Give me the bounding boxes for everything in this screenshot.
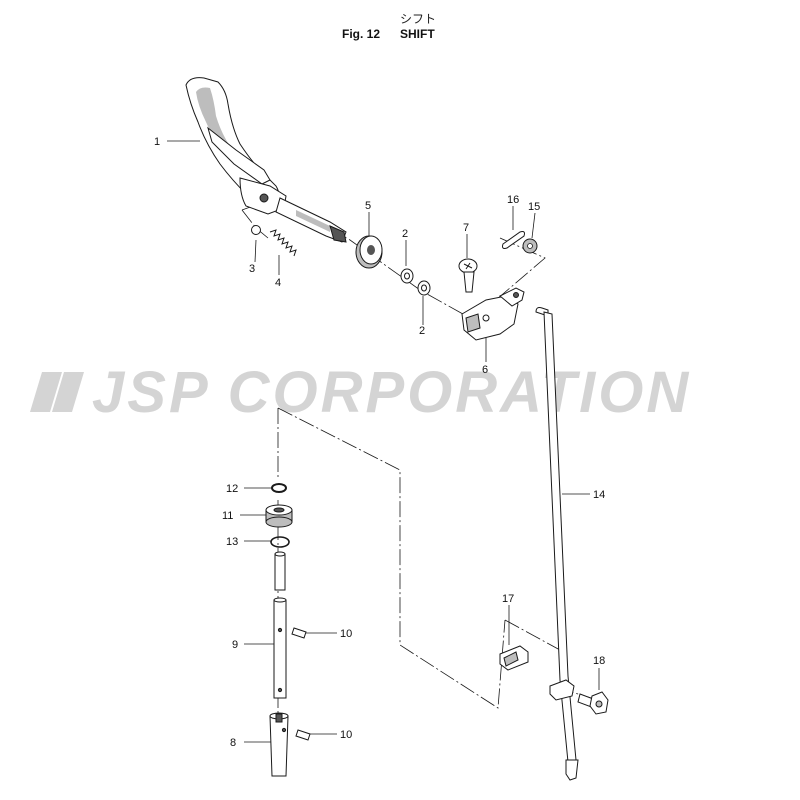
callout-6: 6 xyxy=(482,364,488,376)
part-12-o-ring xyxy=(271,483,287,493)
part-13-snap-ring xyxy=(270,536,290,548)
pin-lower xyxy=(295,729,311,741)
rod-end-slot xyxy=(275,713,283,723)
callout-7: 7 xyxy=(463,222,469,234)
callout-8: 8 xyxy=(230,737,236,749)
shift-handle-shaft-tip xyxy=(329,225,347,243)
clamp-shade xyxy=(503,651,519,667)
callout-16: 16 xyxy=(507,194,519,206)
part-9-shift-shaft xyxy=(273,551,287,699)
shift-shaft-upper xyxy=(274,553,286,591)
part-15-washer xyxy=(522,238,538,254)
callout-15: 15 xyxy=(528,201,540,213)
bolt-head-center xyxy=(595,700,603,708)
alignment-lines xyxy=(241,197,599,720)
watermark-logo-mark xyxy=(30,372,84,412)
part-10-pins xyxy=(291,627,311,741)
callout-5: 5 xyxy=(365,200,371,212)
washer-small-b-hole xyxy=(421,284,427,292)
figure-title: SHIFT xyxy=(400,27,435,41)
pin-upper xyxy=(291,627,307,639)
leader-15 xyxy=(531,212,536,239)
shift-handle-shaft-shade xyxy=(296,210,330,232)
part-4-spring xyxy=(269,229,297,257)
callout-2b: 2 xyxy=(419,325,425,337)
washer-small-a-hole xyxy=(404,272,410,280)
callout-10a: 10 xyxy=(340,628,352,640)
part-8-shift-rod-end xyxy=(269,712,289,777)
cotter-pin-body xyxy=(502,231,525,249)
part-16-cotter-pin xyxy=(502,231,525,249)
figure-title-japanese: シフト xyxy=(400,12,437,26)
shift-shaft-pin-hole xyxy=(277,627,283,633)
watermark: JSP CORPORATION xyxy=(30,360,691,425)
part-17-clamp xyxy=(499,645,575,701)
callout-1: 1 xyxy=(154,136,160,148)
shift-rod-lower-end xyxy=(565,759,579,781)
callout-2a: 2 xyxy=(402,228,408,240)
spring-coil xyxy=(269,229,297,257)
callout-17: 17 xyxy=(502,593,514,605)
bracket-hole xyxy=(513,292,519,298)
part-2-washers xyxy=(400,268,431,296)
callout-labels: 1 2 2 3 4 5 6 7 8 9 10 10 11 12 13 14 15… xyxy=(154,136,605,749)
part-14-shift-rod xyxy=(535,307,579,781)
callout-3: 3 xyxy=(249,263,255,275)
callout-14: 14 xyxy=(593,489,605,501)
part-18-bolt xyxy=(577,691,609,715)
callout-4: 4 xyxy=(275,277,281,289)
watermark-text: JSP CORPORATION xyxy=(92,360,691,425)
part-7-screw xyxy=(458,258,478,293)
bracket-face-shade xyxy=(465,313,481,333)
alignment-line-detent xyxy=(241,209,269,239)
part-5-washer xyxy=(355,235,383,269)
alignment-line-shaft-handle xyxy=(241,197,471,319)
bracket-arm xyxy=(499,287,525,307)
clamp-on-rod xyxy=(549,679,575,701)
rod-end-body xyxy=(269,715,289,777)
part-6-bracket xyxy=(461,287,525,341)
screw-cross xyxy=(463,262,473,270)
bushing-bottom xyxy=(265,516,293,528)
callout-12: 12 xyxy=(226,483,238,495)
shift-shaft-lower-top xyxy=(273,597,287,603)
part-11-bushing xyxy=(265,504,293,528)
callout-13: 13 xyxy=(226,536,238,548)
callout-11: 11 xyxy=(222,510,233,522)
callout-10b: 10 xyxy=(340,729,352,741)
bushing-hole xyxy=(273,507,285,513)
callout-9: 9 xyxy=(232,639,238,651)
shift-handle-arm xyxy=(207,126,271,185)
part-3-ball xyxy=(251,225,261,235)
leader-3 xyxy=(254,239,257,263)
washer-hole xyxy=(367,245,375,255)
figure-number: Fig. 12 xyxy=(342,27,381,41)
washer-15-hole xyxy=(527,243,533,249)
alignment-line-clip xyxy=(489,237,546,306)
leader-lines xyxy=(167,140,600,743)
bracket-bore xyxy=(482,314,490,322)
shift-shaft-lower xyxy=(273,599,287,699)
screw-shank xyxy=(463,271,475,293)
alignment-line-clamp xyxy=(504,619,561,651)
shift-handle-hub-hole xyxy=(259,193,269,203)
callout-18: 18 xyxy=(593,655,605,667)
part-1-shift-handle xyxy=(185,77,347,243)
shift-shaft-upper-top xyxy=(274,551,286,557)
shift-shaft-pin-hole-lower xyxy=(277,687,283,693)
rod-end-pin-hole xyxy=(281,727,287,733)
figure-header: シフト Fig. 12 SHIFT xyxy=(0,6,800,46)
alignment-line-bracket-box xyxy=(277,407,506,709)
